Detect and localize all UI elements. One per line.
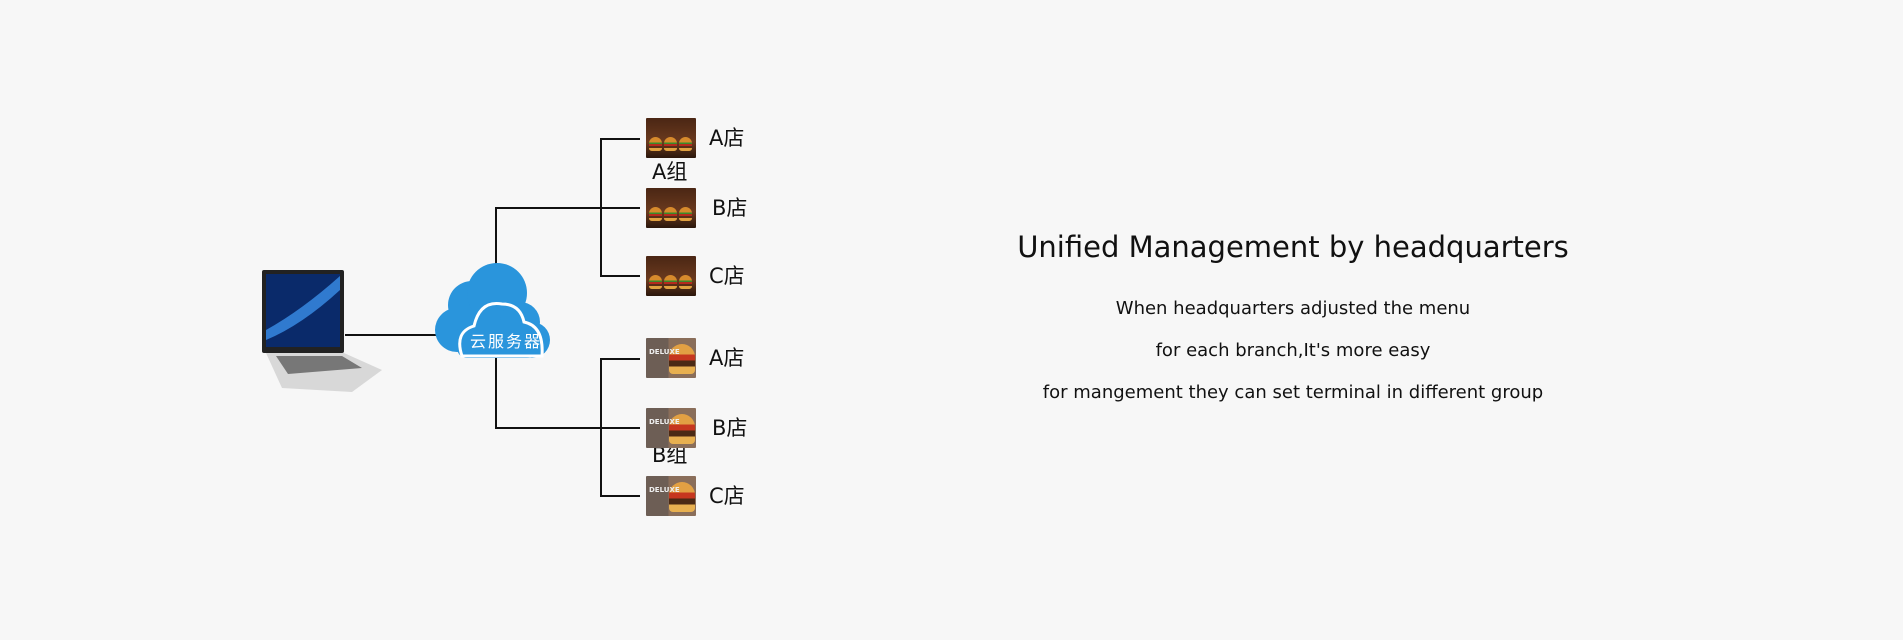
store-label: C店 <box>709 264 745 288</box>
store-label: B店 <box>712 416 748 440</box>
store-screen-thumbnail <box>646 256 696 296</box>
store-label: C店 <box>709 484 745 508</box>
store-label: A店 <box>709 126 745 150</box>
store-label: A店 <box>709 346 745 370</box>
cloud-server: 云服务器 <box>432 260 552 364</box>
cloud-label: 云服务器 <box>470 332 543 351</box>
desc-line-2: for each branch,It's more easy <box>1155 340 1431 361</box>
group-b-branch <box>600 358 602 497</box>
laptop-icon <box>262 270 382 392</box>
group-b-line <box>495 427 640 429</box>
store-screen-thumbnail <box>646 118 696 158</box>
thumb-text: DELUXE <box>649 486 680 494</box>
group-a-line <box>495 207 640 209</box>
group-a-label: A组 <box>652 160 688 184</box>
desc-line-3: for mangement they can set terminal in d… <box>1042 382 1544 403</box>
laptop-cloud-line <box>345 334 437 336</box>
thumb-text: DELUXE <box>649 418 680 426</box>
store-screen-thumbnail: DELUXE <box>646 408 696 448</box>
group-a-branch <box>600 138 602 277</box>
store-screen-thumbnail <box>646 188 696 228</box>
desc-line-1: When headquarters adjusted the menu <box>1115 298 1471 319</box>
store-label: B店 <box>712 196 748 220</box>
store-screen-thumbnail: DELUXE <box>646 476 696 516</box>
thumb-text: DELUXE <box>649 348 680 356</box>
store-screen-thumbnail: DELUXE <box>646 338 696 378</box>
title: Unified Management by headquarters <box>1017 230 1569 264</box>
